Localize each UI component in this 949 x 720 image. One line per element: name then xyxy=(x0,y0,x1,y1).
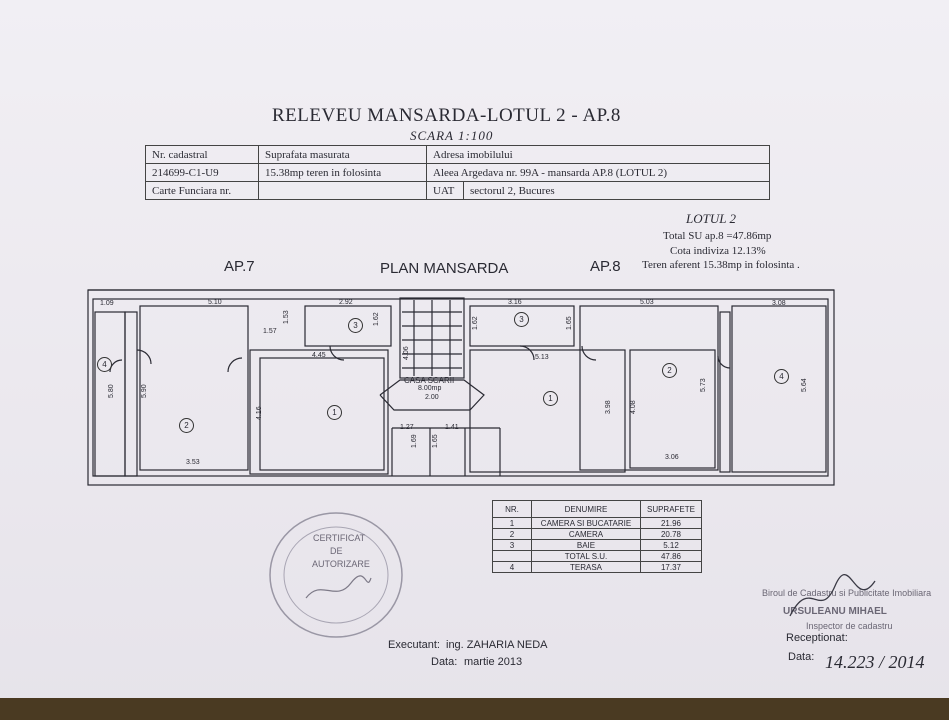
dim-v-14: 1.65 xyxy=(432,434,439,448)
dim-h-10: 1.27 xyxy=(400,424,414,431)
office-role: Inspector de cadastru xyxy=(806,621,893,631)
dim-v-6: 4.06 xyxy=(403,346,410,360)
date-value: martie 2013 xyxy=(464,656,523,668)
authorization-stamp xyxy=(269,512,403,638)
dim-h-2: 5.10 xyxy=(208,299,222,306)
table-row: 2 CAMERA 20.78 xyxy=(492,528,702,540)
room-ap7-1 xyxy=(249,349,389,475)
room-ap8-1 xyxy=(469,349,626,473)
dim-h-13: 3.06 xyxy=(665,454,679,461)
room-ap8-2 xyxy=(579,305,719,471)
dim-v-7: 1.62 xyxy=(472,316,479,330)
receptionat-date-value: 14.223 / 2014 xyxy=(825,652,925,672)
label-plan-mansarda: PLAN MANSARDA xyxy=(380,260,509,277)
lot-total-su: Total SU ap.8 =47.86mp xyxy=(663,230,772,242)
dim-h-8: 4.45 xyxy=(312,352,326,359)
label-ap7: AP.7 xyxy=(224,258,255,275)
room-number-ap8-3: 3 xyxy=(514,312,529,327)
stair-area: 8.00mp xyxy=(418,385,442,392)
rooms-header-suprafete: SUPRAFETE xyxy=(640,500,702,518)
signature-mark xyxy=(789,574,876,617)
dim-v-2: 5.90 xyxy=(141,384,148,398)
dim-v-8: 1.65 xyxy=(566,316,573,330)
office-name: URSULEANU MIHAEL xyxy=(783,606,887,617)
room-number-ap8-4: 4 xyxy=(774,369,789,384)
stair-well xyxy=(399,297,465,379)
rooms-header-nr: NR. xyxy=(492,500,532,518)
lot-title: LOTUL 2 xyxy=(686,211,736,226)
table-row: 4 TERASA 17.37 xyxy=(492,561,702,573)
label-carte-funciara: Carte Funciara nr. xyxy=(145,181,259,200)
rooms-area-table: NR. DENUMIRE SUPRAFETE 1 CAMERA SI BUCAT… xyxy=(492,500,702,573)
room-number-ap7-3: 3 xyxy=(348,318,363,333)
dim-h-5: 5.03 xyxy=(640,299,654,306)
dim-v-3: 4.16 xyxy=(256,406,263,420)
table-row: 3 BAIE 5.12 xyxy=(492,539,702,551)
executant-value: ing. ZAHARIA NEDA xyxy=(446,639,548,651)
office-line: Biroul de Cadastru si Publicitate Imobil… xyxy=(762,588,932,598)
value-suprafata: 15.38mp teren in folosinta xyxy=(258,163,427,182)
date-label: Data: xyxy=(431,656,458,668)
dim-h-1: 1.09 xyxy=(100,300,114,307)
dim-h-7: 1.57 xyxy=(263,328,277,335)
dim-v-13: 1.69 xyxy=(411,434,418,448)
dim-v-11: 5.73 xyxy=(700,378,707,392)
room-ap7-2 xyxy=(139,305,249,471)
dim-v-1: 5.80 xyxy=(108,384,115,398)
cadastral-info-table: Nr. cadastral Suprafata masurata Adresa … xyxy=(145,145,770,200)
room-number-ap8-1: 1 xyxy=(543,391,558,406)
label-uat: UAT xyxy=(426,181,464,200)
table-row: TOTAL S.U. 47.86 xyxy=(492,550,702,562)
room-number-ap8-2: 2 xyxy=(662,363,677,378)
background-strip xyxy=(0,698,949,720)
value-uat: sectorul 2, Bucures xyxy=(463,181,770,200)
dim-h-11: 1.41 xyxy=(445,424,459,431)
dim-h-9: 5.13 xyxy=(535,354,549,361)
dim-h-3: 2.92 xyxy=(339,299,353,306)
room-number-ap7-2: 2 xyxy=(179,418,194,433)
label-ap8: AP.8 xyxy=(590,258,621,275)
receptionat-label: Receptionat: xyxy=(786,632,848,644)
lot-cota: Cota indiviza 12.13% xyxy=(670,245,766,257)
stamp-line-2: DE xyxy=(330,546,343,556)
room-ap7-3 xyxy=(304,305,392,347)
rooms-header-denumire: DENUMIRE xyxy=(531,500,641,518)
dim-h-12: 3.53 xyxy=(186,459,200,466)
dim-h-6: 3.08 xyxy=(772,300,786,307)
dim-h-4: 3.16 xyxy=(508,299,522,306)
stair-width: 2.00 xyxy=(425,394,439,401)
room-number-ap7-4: 4 xyxy=(97,357,112,372)
stair-title: CASA SCARII xyxy=(404,376,455,385)
dim-v-5: 1.62 xyxy=(373,312,380,326)
document-title: RELEVEU MANSARDA-LOTUL 2 - AP.8 xyxy=(272,105,621,126)
dim-v-10: 4.08 xyxy=(630,400,637,414)
plan-outer-frame xyxy=(87,289,835,486)
stamp-line-1: CERTIFICAT xyxy=(313,533,366,543)
plan-inner-frame xyxy=(92,298,829,477)
table-row: 1 CAMERA SI BUCATARIE 21.96 xyxy=(492,517,702,529)
executant-label: Executant: xyxy=(388,639,440,651)
dim-v-9: 3.98 xyxy=(605,400,612,414)
stamp-line-3: AUTORIZARE xyxy=(312,559,370,569)
room-number-ap7-1: 1 xyxy=(327,405,342,420)
dim-v-4: 1.53 xyxy=(283,310,290,324)
scale-label: SCARA 1:100 xyxy=(410,128,494,143)
lot-teren: Teren aferent 15.38mp in folosinta . xyxy=(642,259,800,271)
terrace-right xyxy=(731,305,827,473)
receptionat-date-label: Data: xyxy=(788,651,815,663)
dim-v-12: 5.64 xyxy=(801,378,808,392)
